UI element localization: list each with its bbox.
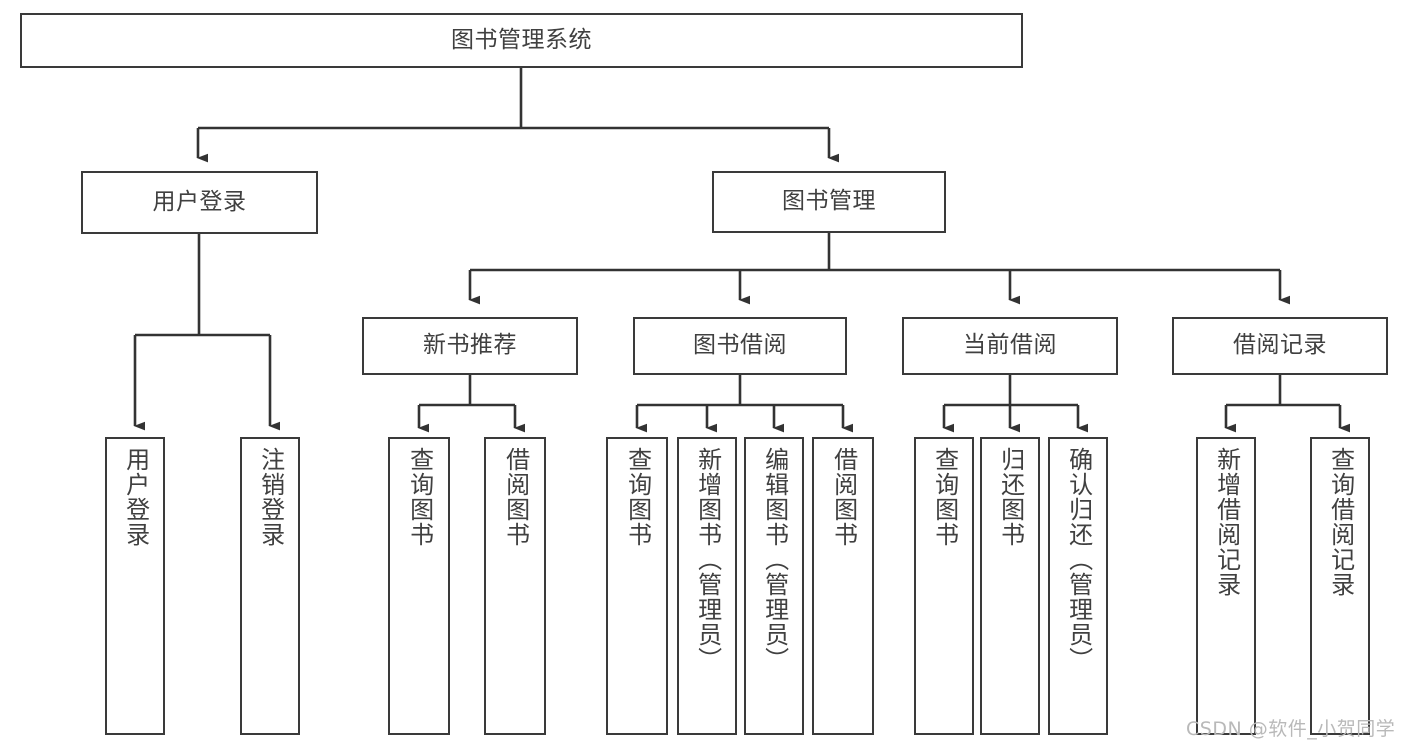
node-leaf-query-book-1[interactable]: 查询图书 <box>388 437 450 735</box>
node-leaf-borrow-book-1-label: 借阅图书 <box>501 447 530 547</box>
node-leaf-add-borrow-record[interactable]: 新增借阅记录 <box>1196 437 1256 735</box>
node-current-borrow-label: 当前借阅 <box>963 332 1057 359</box>
node-leaf-query-borrow-record[interactable]: 查询借阅记录 <box>1310 437 1370 735</box>
node-leaf-query-book-1-label: 查询图书 <box>405 447 434 547</box>
node-leaf-logout-login[interactable]: 注销登录 <box>240 437 300 735</box>
node-book-borrow-label: 图书借阅 <box>693 332 787 359</box>
node-root-label: 图书管理系统 <box>451 26 592 53</box>
node-root[interactable]: 图书管理系统 <box>20 13 1023 68</box>
node-new-book-recommend[interactable]: 新书推荐 <box>362 317 578 375</box>
node-book-borrow[interactable]: 图书借阅 <box>633 317 847 375</box>
node-leaf-add-book[interactable]: 新增图书（管理员） <box>677 437 737 735</box>
node-leaf-borrow-book-1[interactable]: 借阅图书 <box>484 437 546 735</box>
node-borrow-record[interactable]: 借阅记录 <box>1172 317 1388 375</box>
node-leaf-query-book-3-label: 查询图书 <box>930 447 959 547</box>
node-current-borrow[interactable]: 当前借阅 <box>902 317 1118 375</box>
node-borrow-record-label: 借阅记录 <box>1233 332 1327 359</box>
node-new-book-recommend-label: 新书推荐 <box>423 332 517 359</box>
csdn-watermark: CSDN @软件_小贺同学 <box>1186 718 1396 740</box>
node-leaf-query-borrow-record-label: 查询借阅记录 <box>1326 447 1355 597</box>
node-leaf-logout-login-label: 注销登录 <box>256 447 285 547</box>
node-leaf-query-book-2-label: 查询图书 <box>623 447 652 547</box>
node-leaf-edit-book-label: 编辑图书（管理员） <box>760 447 789 672</box>
node-leaf-borrow-book-2-label: 借阅图书 <box>829 447 858 547</box>
node-leaf-confirm-return-label: 确认归还（管理员） <box>1064 447 1093 672</box>
node-leaf-query-book-3[interactable]: 查询图书 <box>914 437 974 735</box>
node-user-login[interactable]: 用户登录 <box>81 171 318 234</box>
node-leaf-user-login-label: 用户登录 <box>121 447 150 547</box>
node-book-manage[interactable]: 图书管理 <box>712 171 946 233</box>
node-leaf-query-book-2[interactable]: 查询图书 <box>606 437 668 735</box>
node-leaf-borrow-book-2[interactable]: 借阅图书 <box>812 437 874 735</box>
node-book-manage-label: 图书管理 <box>782 188 876 215</box>
node-leaf-user-login[interactable]: 用户登录 <box>105 437 165 735</box>
node-leaf-return-book[interactable]: 归还图书 <box>980 437 1040 735</box>
node-leaf-return-book-label: 归还图书 <box>996 447 1025 547</box>
node-leaf-add-book-label: 新增图书（管理员） <box>693 447 722 672</box>
node-user-login-label: 用户登录 <box>152 188 247 215</box>
node-leaf-add-borrow-record-label: 新增借阅记录 <box>1212 447 1241 597</box>
node-leaf-edit-book[interactable]: 编辑图书（管理员） <box>744 437 804 735</box>
node-leaf-confirm-return[interactable]: 确认归还（管理员） <box>1048 437 1108 735</box>
